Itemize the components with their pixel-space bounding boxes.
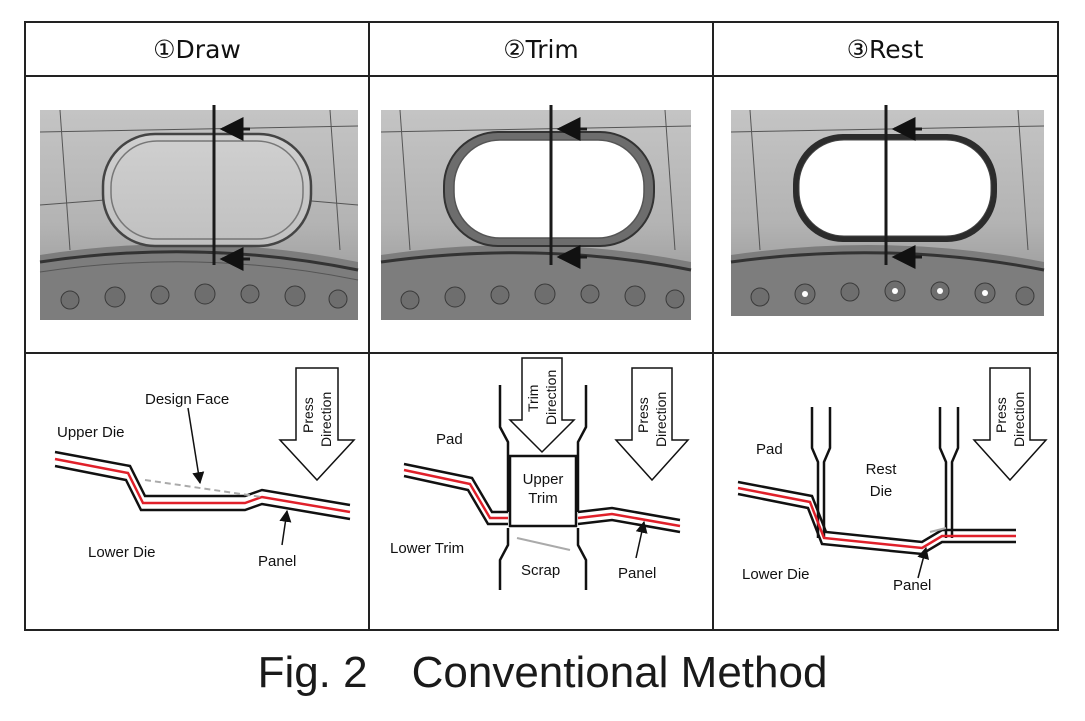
rest-die-outline-outer: [950, 407, 960, 538]
diagram-draw: Upper Die Design Face Lower Die Panel Pr…: [54, 367, 356, 570]
header-trim: ②Trim: [503, 35, 579, 64]
panel-right-lower: [577, 518, 681, 534]
header-rest: ③Rest: [847, 35, 924, 64]
label-lower-die: Lower Die: [742, 566, 810, 583]
lower-trim-left: [498, 528, 510, 590]
rest-die-outline: [938, 407, 948, 538]
press-direction-label-2: Direction: [653, 392, 669, 447]
pad-left-outline-inner: [822, 407, 832, 538]
label-lower-die: Lower Die: [88, 544, 156, 561]
panel-lower-line: [403, 474, 508, 526]
panel-line: [403, 468, 508, 520]
scrap-dash: [929, 527, 947, 533]
label-upper-die: Upper Die: [57, 424, 125, 441]
panel-right-red: [577, 512, 681, 528]
pad-outline: [498, 385, 510, 512]
panel-line: [54, 457, 351, 514]
photo-trim: [380, 105, 692, 320]
press-direction-arrow: [278, 367, 356, 482]
label-pad: Pad: [436, 431, 463, 448]
lower-die-line: [54, 464, 351, 521]
press-direction-arrow: [614, 367, 690, 482]
press-direction-label-2: Direction: [1011, 392, 1027, 447]
design-face-line: [144, 479, 263, 498]
panel-leader: [279, 509, 292, 546]
diagram-rest: Pad Rest Die Lower Die Panel Press Direc…: [737, 367, 1048, 594]
panel-upper-line: [403, 462, 508, 514]
label-upper-trim-1: Upper: [523, 471, 564, 488]
design-face-leader: [187, 407, 205, 485]
label-pad: Pad: [756, 441, 783, 458]
label-lower-trim: Lower Trim: [390, 540, 464, 557]
trim-direction-label-2: Direction: [543, 370, 559, 425]
label-design-face: Design Face: [145, 391, 229, 408]
label-rest-die-1: Rest: [866, 461, 898, 478]
pad-left-outline: [810, 407, 820, 538]
press-direction-label-2: Direction: [318, 392, 334, 447]
pad-outline-right: [576, 385, 588, 512]
panel-leader: [917, 546, 930, 579]
scrap-line: [516, 537, 571, 551]
press-direction-label-1: Press: [300, 397, 316, 433]
panel-right-upper: [577, 506, 681, 522]
table-grid: [24, 21, 1059, 631]
trim-direction-arrow: [508, 357, 576, 454]
panel-leader: [635, 520, 648, 559]
label-rest-die-2: Die: [870, 483, 893, 500]
press-direction-label-1: Press: [993, 397, 1009, 433]
panel-lower-line: [737, 492, 1016, 556]
header-draw: ①Draw: [153, 35, 241, 64]
trim-direction-label-1: Trim: [525, 385, 541, 412]
label-panel: Panel: [258, 553, 296, 570]
panel-line: [737, 486, 1016, 550]
label-panel: Panel: [618, 565, 656, 582]
label-upper-trim-2: Trim: [528, 490, 557, 507]
label-scrap: Scrap: [521, 562, 560, 579]
press-direction-arrow: [972, 367, 1048, 482]
panel-upper-line: [737, 480, 1016, 544]
figure-caption: Fig. 2 Conventional Method: [257, 648, 828, 697]
upper-trim-block: [508, 454, 578, 528]
photo-rest: [730, 105, 1045, 316]
press-direction-label-1: Press: [635, 397, 651, 433]
diagram-trim: Trim Direction Pad Upper Trim Lower Trim…: [390, 357, 690, 590]
photo-draw: [39, 105, 359, 320]
label-panel: Panel: [893, 577, 931, 594]
lower-trim-right: [576, 528, 588, 590]
upper-die-line: [54, 450, 351, 507]
